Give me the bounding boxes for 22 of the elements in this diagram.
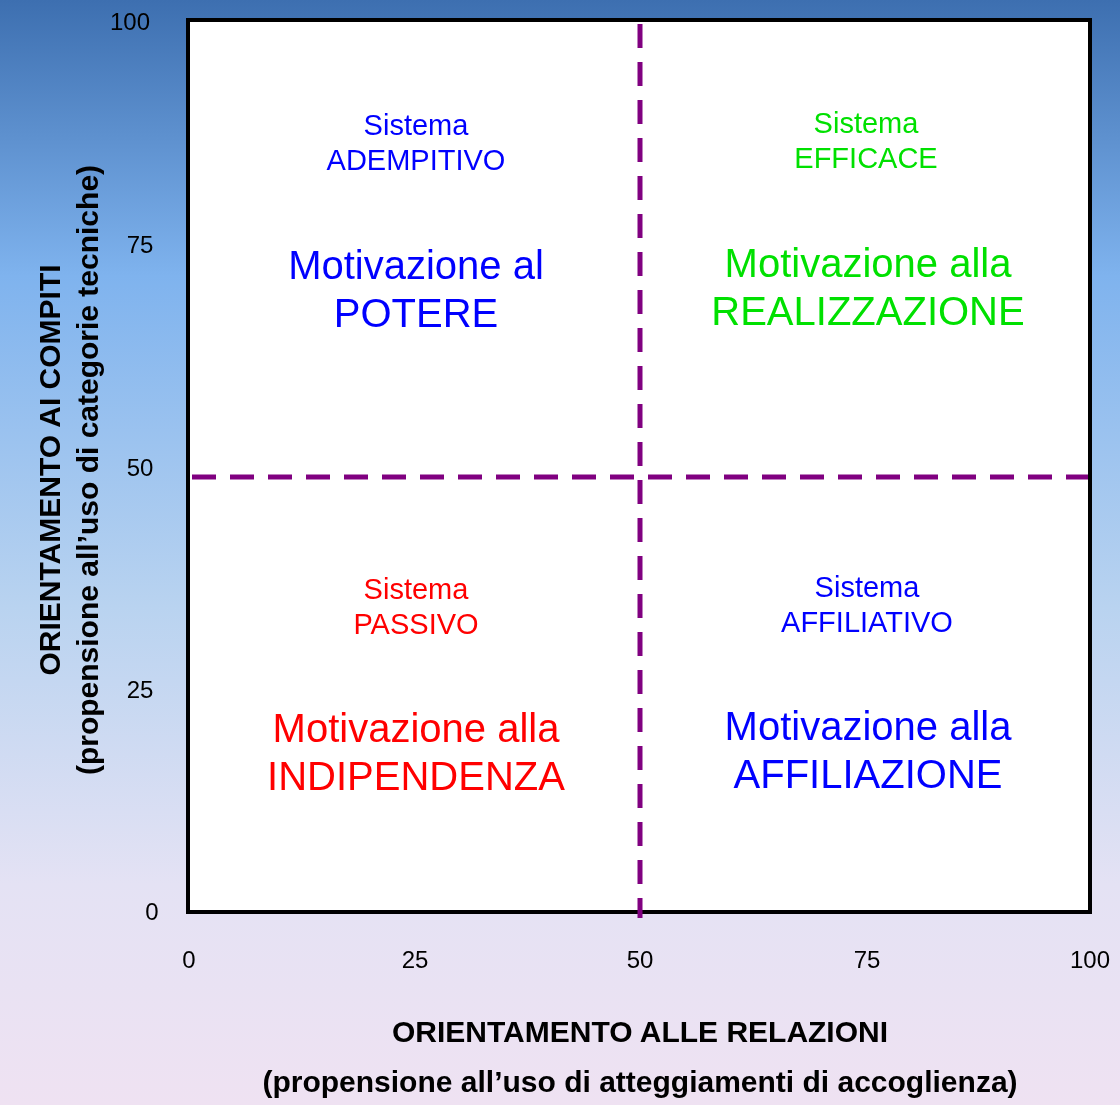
tick-label: 25 xyxy=(400,945,430,975)
quadrant-title: Motivazione alla INDIPENDENZA xyxy=(266,705,566,800)
axis-subtitle: (propensione all’uso di categorie tecniche) xyxy=(70,163,105,778)
axis-title: ORIENTAMENTO ALLE RELAZIONI xyxy=(390,1014,890,1050)
quadrant-subtitle: Sistema PASSIVO xyxy=(352,572,480,642)
axis-subtitle: (propensione all’uso di atteggiamenti di accoglienza) xyxy=(261,1064,1019,1100)
quadrant-title: Motivazione alla AFFILIAZIONE xyxy=(723,703,1013,798)
quadrant-subtitle: Sistema AFFILIATIVO xyxy=(780,570,954,640)
tick-label: 100 xyxy=(108,7,151,37)
quadrant-subtitle: Sistema EFFICACE xyxy=(793,106,939,176)
tick-label: 0 xyxy=(181,945,197,975)
quadrant-title: Motivazione al POTERE xyxy=(287,242,545,337)
tick-label: 50 xyxy=(625,945,655,975)
tick-label: 0 xyxy=(144,897,160,927)
axis-title: ORIENTAMENTO AI COMPITI xyxy=(32,263,67,678)
tick-label: 25 xyxy=(125,675,155,705)
tick-label: 50 xyxy=(125,453,155,483)
tick-label: 100 xyxy=(1068,945,1111,975)
tick-label: 75 xyxy=(852,945,882,975)
quadrant-title: Motivazione alla REALIZZAZIONE xyxy=(710,240,1026,335)
tick-label: 75 xyxy=(125,230,155,260)
quadrant-subtitle: Sistema ADEMPITIVO xyxy=(325,108,507,178)
